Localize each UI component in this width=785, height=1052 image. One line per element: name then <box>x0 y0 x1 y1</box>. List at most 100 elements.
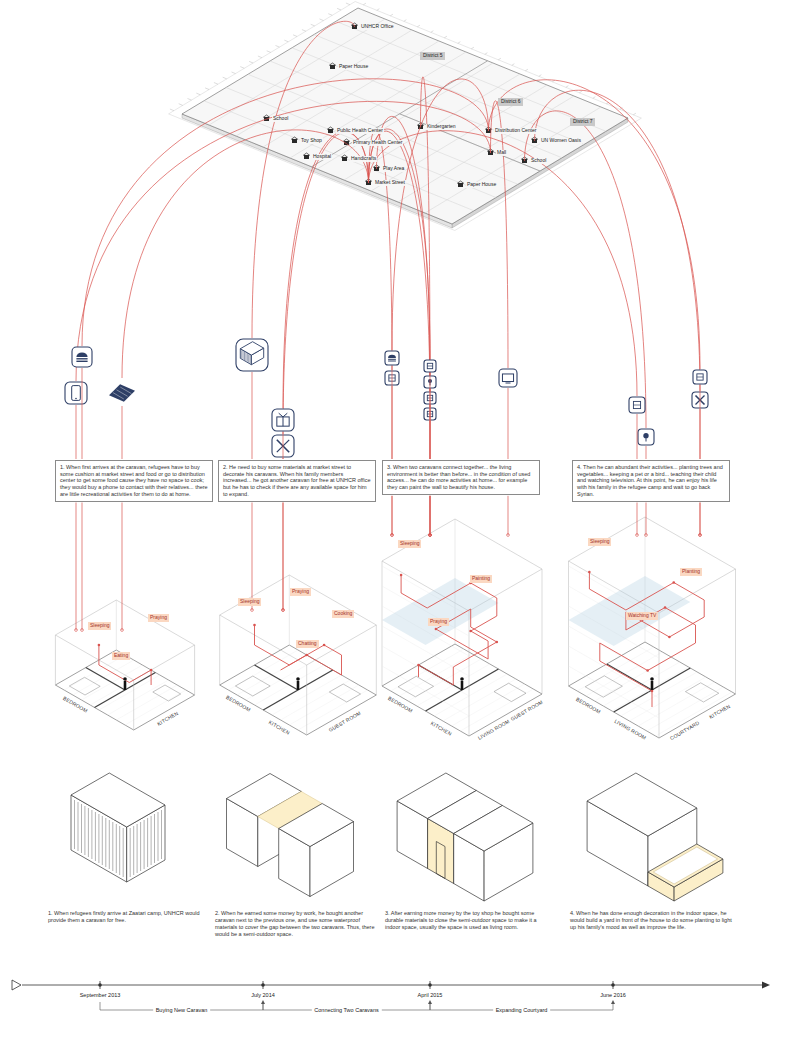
leader-end <box>507 534 510 537</box>
dimension-tick <box>593 97 596 99</box>
dimension-tick <box>566 86 569 88</box>
dimension-tick <box>390 14 393 16</box>
plan-grid <box>64 655 125 690</box>
caravan-rib <box>248 354 249 362</box>
caravan-drawings <box>71 773 723 901</box>
leader-line <box>637 414 638 459</box>
map-grid <box>371 85 547 191</box>
map-grid <box>248 74 518 184</box>
gift-glyph <box>279 413 288 417</box>
phone-icon <box>65 382 87 404</box>
tv-icon <box>499 369 517 387</box>
dimension-tick <box>240 67 244 69</box>
activity-dot <box>253 624 256 627</box>
tv-glyph <box>506 383 511 384</box>
person-figure <box>650 677 654 681</box>
dimension-tick <box>444 36 447 38</box>
map-label: Paper House <box>466 182 497 188</box>
landmark-symbol <box>329 63 336 66</box>
map-label: Public Health Center <box>336 128 384 134</box>
leader-end <box>636 534 639 537</box>
note-box: 2. He need to buy some materials at mark… <box>218 460 376 502</box>
note-text: 4. Then he can abundant their activities… <box>577 464 725 498</box>
caravan-rib <box>245 353 246 361</box>
activity-arc <box>283 132 369 434</box>
person-figure <box>123 677 127 681</box>
activity-dot <box>417 664 420 667</box>
landmark-symbol <box>343 139 350 142</box>
map-label: Distribution Center <box>494 128 537 134</box>
frame-edge <box>568 561 569 686</box>
dimension-tick <box>232 72 236 74</box>
container-rib <box>151 816 152 865</box>
activity-label: Praying <box>428 618 449 626</box>
activity-arc <box>392 79 489 350</box>
timeline-axis <box>22 985 764 986</box>
frame-edge <box>382 561 383 686</box>
activity-axon <box>569 517 736 738</box>
solar-icon <box>109 384 135 402</box>
caravan <box>454 806 533 852</box>
container-rib <box>91 810 92 859</box>
dimension-tick <box>337 8 341 10</box>
container-rib <box>123 828 124 877</box>
icon-frame <box>65 382 87 404</box>
activity-label: Planting <box>680 568 702 576</box>
district-label: District 6 <box>498 98 523 106</box>
leader-line <box>430 496 431 535</box>
container-rib <box>140 822 141 871</box>
frame-edge <box>735 569 736 694</box>
note-box: 4. Then he can abundant their activities… <box>572 460 730 502</box>
leader-line <box>283 458 284 459</box>
plan-wall <box>255 665 299 690</box>
time-level <box>382 646 469 696</box>
container-rib <box>98 814 99 863</box>
plan-grid <box>603 662 680 706</box>
activity-dot <box>150 669 153 672</box>
container-rib <box>161 810 162 859</box>
leader-line <box>700 503 701 536</box>
phase-arrow <box>611 1000 615 1004</box>
dimension-tick <box>249 61 253 63</box>
phase-label: Connecting Two Caravans <box>311 1007 381 1013</box>
activity-arc <box>377 116 431 375</box>
leader-end <box>391 534 394 537</box>
dimension-tick <box>267 51 271 53</box>
activity-dot <box>496 641 499 644</box>
map-label: UN Women Oasis <box>540 138 582 144</box>
dimension-tick <box>404 20 407 22</box>
furniture <box>153 685 181 701</box>
leader-line <box>700 409 701 459</box>
frame-edge <box>116 600 117 650</box>
leader-line <box>430 496 431 535</box>
burger-glyph <box>76 361 87 362</box>
map-plate <box>182 8 628 224</box>
district-label: District 5 <box>420 52 445 60</box>
container-rib <box>144 820 145 869</box>
time-level <box>569 666 660 718</box>
activity-label: Painting <box>470 575 492 583</box>
frame-edge <box>469 611 470 736</box>
dimension-tick <box>205 88 209 90</box>
plan-grid <box>656 692 733 736</box>
leader-line <box>82 368 83 459</box>
activity-arc <box>489 80 701 369</box>
frame-top <box>220 575 377 665</box>
map-grid <box>398 96 574 202</box>
frame-edge <box>659 613 660 738</box>
floor-plan <box>382 644 542 736</box>
person-figure <box>461 681 464 690</box>
activity-path <box>99 645 151 685</box>
floor-plan <box>220 645 377 735</box>
icon-frame <box>272 409 294 431</box>
time-level <box>382 666 469 716</box>
floor-plan <box>569 642 736 738</box>
container-rib <box>116 824 117 873</box>
container-rib <box>119 826 120 875</box>
container-rib <box>109 820 110 869</box>
activity-label: Sleeping <box>588 538 611 546</box>
furniture <box>69 677 100 695</box>
leader-line <box>430 421 431 459</box>
map-grid <box>226 88 496 198</box>
activity-label: Sleeping <box>88 622 111 630</box>
